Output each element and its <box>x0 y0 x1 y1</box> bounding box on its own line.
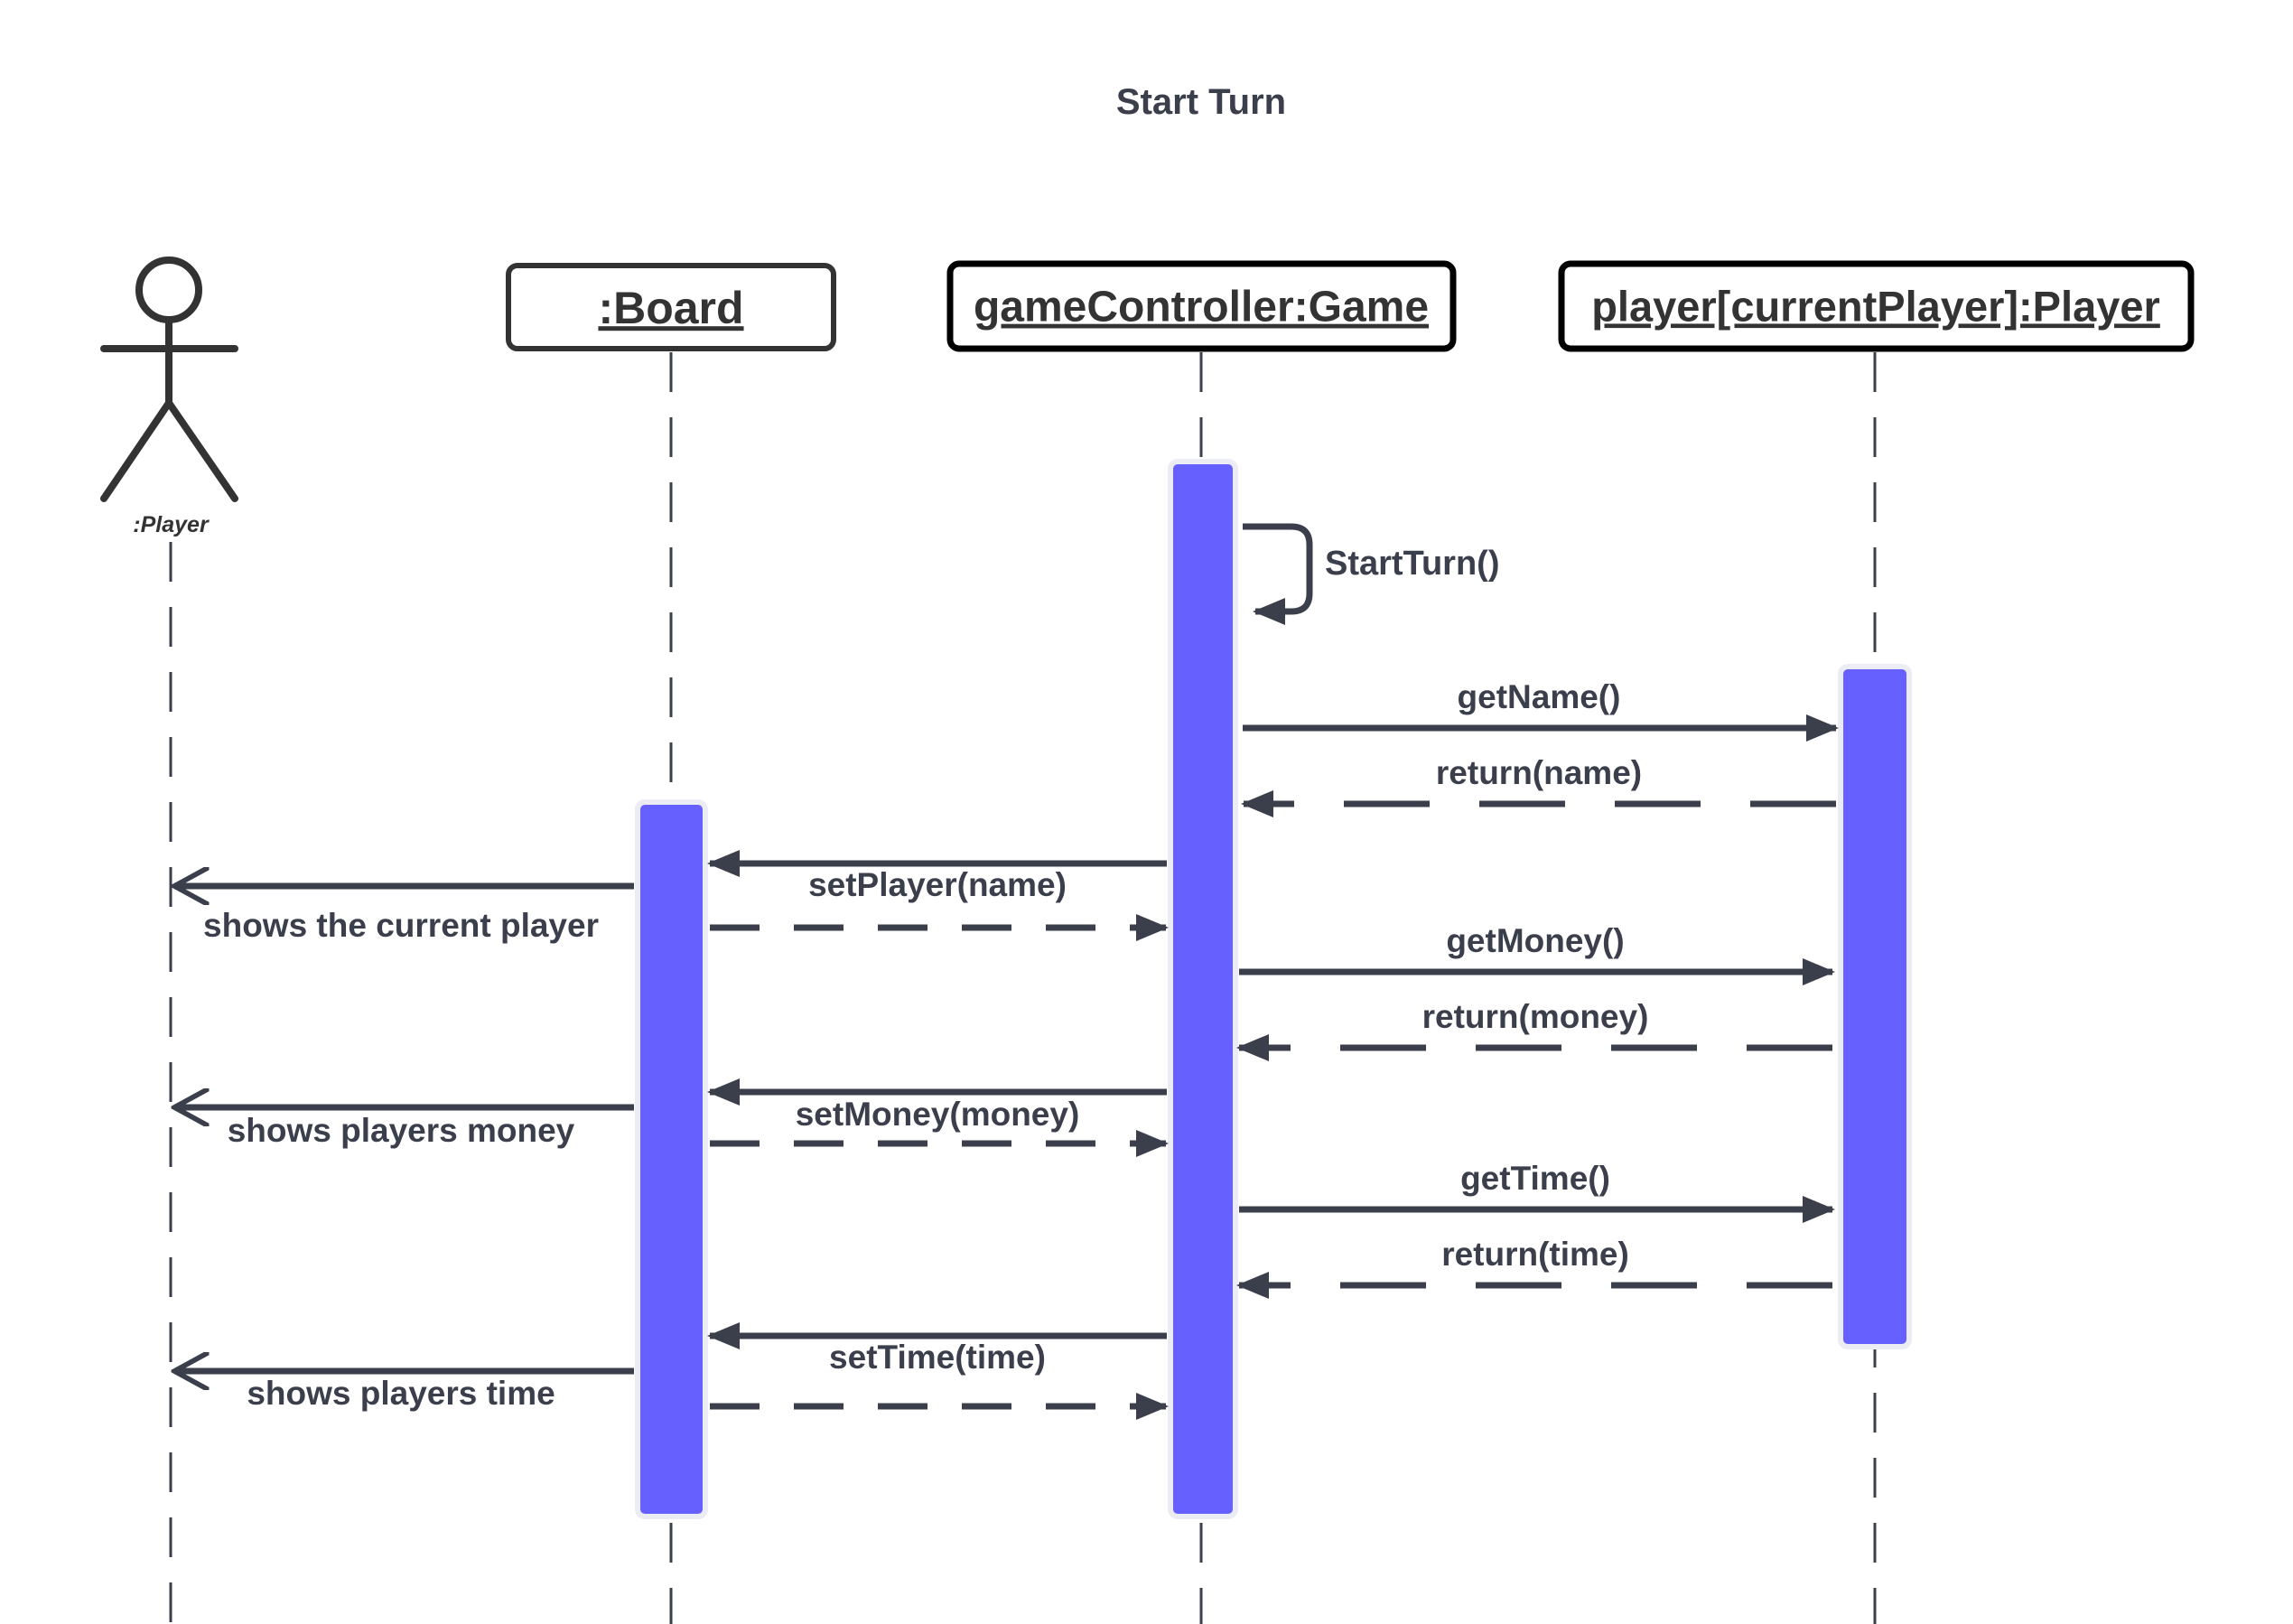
activation-current-player <box>1838 664 1912 1349</box>
get-money-label: getMoney() <box>1446 922 1624 959</box>
object-game: gameController:Game <box>946 260 1457 352</box>
activation-board <box>635 799 708 1519</box>
get-name-label: getName() <box>1458 678 1621 715</box>
set-player-label: setPlayer(name) <box>808 866 1067 903</box>
shows-players-money-label: shows players money <box>228 1112 575 1149</box>
set-money-label: setMoney(money) <box>796 1096 1080 1133</box>
object-board: :Board <box>506 263 836 351</box>
messages-game-board <box>707 850 1169 1420</box>
diagram-title: Start Turn <box>1116 82 1286 122</box>
object-board-box <box>506 263 836 351</box>
shows-players-time-label: shows players time <box>247 1375 555 1412</box>
return-time-label: return(time) <box>1441 1236 1629 1273</box>
object-game-label: gameController:Game <box>974 284 1429 331</box>
object-game-box <box>946 260 1457 352</box>
activation-game <box>1168 459 1238 1519</box>
get-time-label: getTime() <box>1460 1160 1610 1197</box>
actor-player <box>100 257 238 502</box>
messages-board-actor <box>174 886 634 1371</box>
actor-head <box>135 257 202 323</box>
actor-right-leg <box>165 399 238 502</box>
start-turn-arrow <box>1243 523 1313 625</box>
lifelines <box>169 352 1877 1624</box>
return-money-label: return(money) <box>1422 998 1649 1035</box>
actor-left-leg <box>100 399 172 502</box>
object-current-player-label: player[currentPlayer]:Player <box>1591 282 2160 330</box>
shows-current-player-label: shows the current player <box>203 907 599 944</box>
messages-game-player <box>1236 714 1839 1299</box>
set-time-label: setTime(time) <box>829 1339 1046 1376</box>
start-turn-label: StartTurn() <box>1325 545 1500 583</box>
return-name-label: return(name) <box>1436 754 1642 791</box>
object-current-player: player[currentPlayer]:Player <box>1558 260 2195 352</box>
object-board-label: :Board <box>598 283 743 333</box>
message-start-turn: StartTurn() <box>1243 523 1500 625</box>
actor-label: :Player <box>133 512 210 537</box>
object-current-player-box <box>1558 260 2195 352</box>
activation-bars <box>635 459 1912 1519</box>
